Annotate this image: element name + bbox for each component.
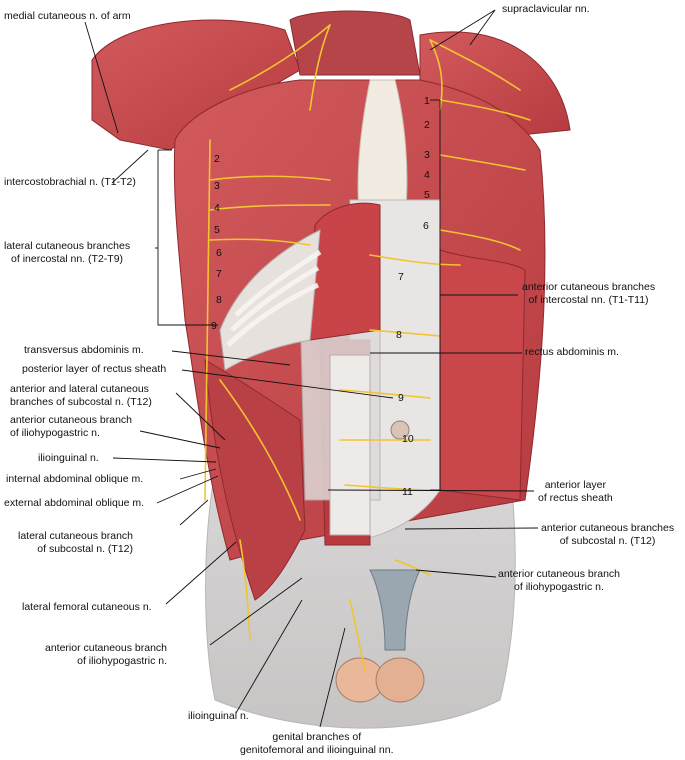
num-left-9: 9 <box>211 320 217 332</box>
num-left-6: 6 <box>216 247 222 259</box>
num-right-6: 6 <box>423 220 429 232</box>
label-intercostobrachial: intercostobrachial n. (T1-T2) <box>4 176 136 188</box>
label-rectus-abdominis: rectus abdominis m. <box>525 346 619 358</box>
label-lateral-femoral: lateral femoral cutaneous n. <box>22 601 152 613</box>
left-flank-muscle <box>204 359 306 601</box>
num-left-3: 3 <box>214 180 220 192</box>
label-medial-cutaneous-arm: medial cutaneous n. of arm <box>4 10 131 22</box>
rectus-window <box>329 354 371 536</box>
label-ant-cut-iliohypogastric-right: anterior cutaneous branch of iliohypogas… <box>498 568 620 593</box>
label-lat-cut-subcostal: lateral cutaneous branch of subcostal n.… <box>18 530 133 555</box>
label-ant-cut-subcostal: anterior cutaneous branches of subcostal… <box>541 522 675 547</box>
label-posterior-layer-rectus: posterior layer of rectus sheath <box>22 363 167 375</box>
label-transversus-abdominis: transversus abdominis m. <box>24 344 144 356</box>
label-anterior-layer-rectus: anterior layer of rectus sheath <box>538 479 613 504</box>
num-left-5: 5 <box>214 224 220 236</box>
testis-right <box>375 657 425 703</box>
ribs <box>226 249 322 347</box>
num-mid-9: 9 <box>398 392 404 404</box>
neck <box>289 10 421 76</box>
label-ilioinguinal-upper: ilioinguinal n. <box>38 452 99 464</box>
label-external-oblique: external abdominal oblique m. <box>4 497 145 509</box>
num-left-2: 2 <box>214 153 220 165</box>
spermatic-cord <box>369 569 421 651</box>
num-right-3: 3 <box>424 149 430 161</box>
num-mid-11: 11 <box>402 486 413 498</box>
label-genital-branches: genital branches of genitofemoral and il… <box>240 731 394 756</box>
label-anterior-cutaneous-intercostal: anterior cutaneous branches of intercost… <box>522 281 656 306</box>
num-mid-8: 8 <box>396 329 402 341</box>
right-external-oblique <box>439 249 526 501</box>
num-mid-10: 10 <box>402 433 414 445</box>
umbilicus <box>390 420 410 440</box>
intercostal-numbers-left: 2 3 4 5 6 7 8 9 <box>211 153 222 332</box>
label-lateral-cutaneous-branches: lateral cutaneous branches of inercostal… <box>4 240 131 265</box>
label-ant-cut-iliohypogastric-left: anterior cutaneous branch of iliohypogas… <box>10 414 132 439</box>
label-supraclavicular: supraclavicular nn. <box>502 3 590 15</box>
label-internal-oblique: internal abdominal oblique m. <box>6 473 144 485</box>
intercostal-numbers-right: 1 2 3 4 5 6 <box>423 95 430 232</box>
label-ilioinguinal-lower: ilioinguinal n. <box>188 710 249 722</box>
num-left-8: 8 <box>216 294 222 306</box>
label-ant-lat-subcostal: anterior and lateral cutaneous branches … <box>10 383 152 408</box>
label-ant-cut-iliohypogastric-lower: anterior cutaneous branch of iliohypogas… <box>45 642 167 667</box>
leader-lines <box>84 9 539 728</box>
rectus-flap <box>309 202 381 341</box>
intercostal-numbers-midline: 7 8 9 10 11 <box>396 271 414 498</box>
num-left-7: 7 <box>216 268 222 280</box>
num-right-1: 1 <box>424 95 430 107</box>
num-right-2: 2 <box>424 119 430 131</box>
num-left-4: 4 <box>214 202 220 214</box>
num-mid-7: 7 <box>398 271 404 283</box>
num-right-5: 5 <box>424 189 430 201</box>
nerve-branches <box>204 24 531 671</box>
num-right-4: 4 <box>424 169 430 181</box>
right-shoulder-deltoid <box>419 31 571 136</box>
